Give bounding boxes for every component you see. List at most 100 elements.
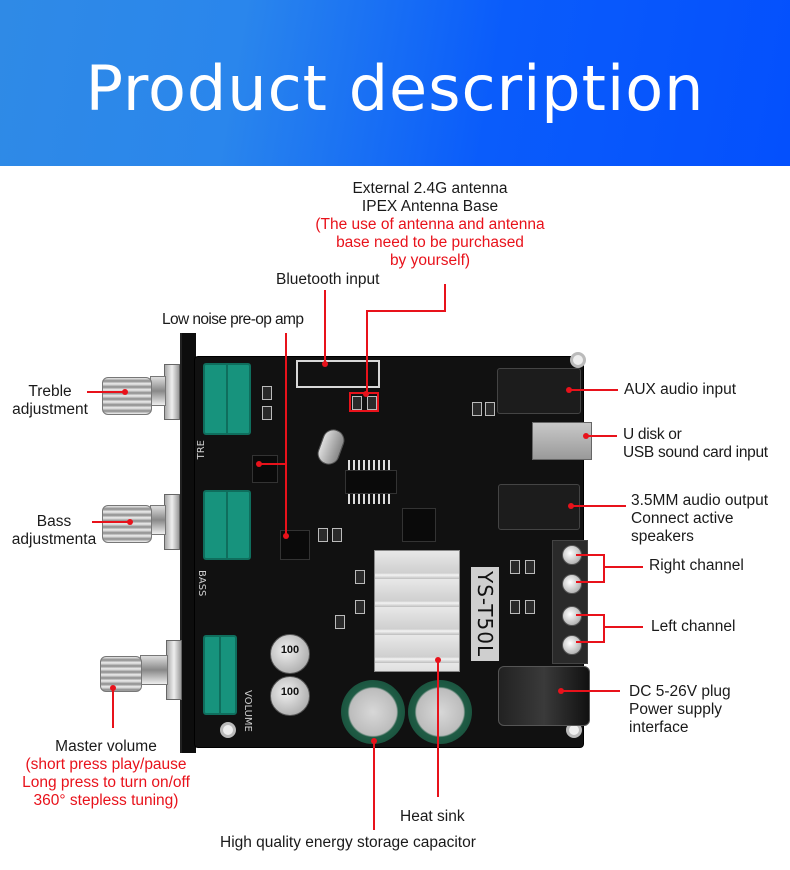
- dc-label-line3: interface: [629, 719, 689, 736]
- callout-line: [87, 391, 125, 393]
- bass-potentiometer: [203, 490, 251, 560]
- smd-component: [355, 600, 365, 614]
- bluetooth-label: Bluetooth input: [276, 271, 380, 288]
- bass-callout: Bass adjustmenta: [4, 513, 104, 549]
- callout-dot: [566, 387, 572, 393]
- volume-shaft: [140, 655, 168, 685]
- smd-component: [332, 528, 342, 542]
- callout-dot: [256, 461, 262, 467]
- terminal-screw: [562, 606, 582, 626]
- callout-line: [568, 389, 618, 391]
- callout-dot: [568, 503, 574, 509]
- chip-pins: [348, 494, 392, 504]
- antenna-label-line2: IPEX Antenna Base: [361, 198, 499, 215]
- dc-label-line2: Power supply: [629, 701, 723, 718]
- callout-dot: [322, 361, 328, 367]
- callout-dot: [363, 391, 369, 397]
- capacitor-label: High quality energy storage capacitor: [220, 834, 476, 851]
- preamp-label: Low noise pre-op amp: [162, 311, 304, 328]
- treble-label-line1: Treble: [28, 383, 72, 400]
- cap-marking: 100: [280, 686, 300, 698]
- left-channel-label: Left channel: [651, 618, 736, 635]
- smd-component: [262, 406, 272, 420]
- smd-component: [485, 402, 495, 416]
- smd-component: [335, 615, 345, 629]
- callout-line: [585, 435, 617, 437]
- callout-line: [373, 742, 375, 830]
- heat-sink-label: Heat sink: [400, 808, 465, 825]
- small-capacitor: 100: [270, 676, 310, 716]
- callout-line: [285, 333, 287, 538]
- volume-potentiometer: [203, 635, 237, 715]
- silkscreen-tre: TRE: [196, 440, 207, 460]
- master-volume-note-line1: (short press play/pause: [25, 756, 187, 773]
- callout-dot: [435, 657, 441, 663]
- header-banner: Product description: [0, 0, 790, 166]
- treble-shaft: [150, 376, 166, 406]
- treble-nut: [164, 364, 180, 420]
- dc-power-jack: [498, 666, 590, 726]
- smd-component: [355, 570, 365, 584]
- bass-label-line2: adjustmenta: [11, 531, 97, 548]
- front-panel: [180, 333, 196, 753]
- energy-storage-capacitor-2: [408, 680, 472, 744]
- callout-line: [603, 626, 643, 628]
- smd-component: [367, 396, 377, 410]
- callout-dot: [110, 685, 116, 691]
- regulator: [402, 508, 436, 542]
- treble-label-line2: adjustment: [12, 401, 88, 418]
- smd-component: [262, 386, 272, 400]
- callout-line: [576, 614, 604, 616]
- callout-line: [560, 690, 620, 692]
- audio-output-label-line1: 3.5MM audio output: [631, 492, 769, 509]
- small-capacitor: 100: [270, 634, 310, 674]
- cap-marking: 100: [280, 644, 300, 656]
- usb-callout: U disk or USB sound card input: [623, 426, 768, 462]
- right-channel-label: Right channel: [649, 557, 744, 574]
- callout-line: [437, 660, 439, 797]
- callout-line: [576, 554, 604, 556]
- master-volume-knob[interactable]: [100, 656, 142, 692]
- aux-label: AUX audio input: [624, 381, 737, 398]
- callout-line: [324, 290, 326, 365]
- volume-nut: [166, 640, 182, 700]
- chip-pins: [348, 460, 392, 470]
- callout-dot: [371, 738, 377, 744]
- usb-port: [532, 422, 592, 460]
- treble-knob[interactable]: [102, 377, 152, 415]
- heat-sink: [374, 550, 460, 672]
- callout-line: [576, 581, 604, 583]
- bluetooth-chip: [345, 470, 397, 494]
- usb-label-line2: USB sound card input: [623, 444, 768, 461]
- smd-component: [472, 402, 482, 416]
- page-title: Product description: [85, 52, 705, 125]
- pcb-antenna: [296, 360, 380, 388]
- callout-line: [366, 310, 446, 312]
- antenna-callout: External 2.4G antenna IPEX Antenna Base …: [300, 180, 560, 270]
- master-volume-note-line2: Long press to turn on/off: [22, 774, 190, 791]
- terminal-screw: [562, 635, 582, 655]
- preamp-chip-1: [252, 455, 278, 483]
- smd-component: [525, 600, 535, 614]
- audio-output-label-line3: speakers: [631, 528, 694, 545]
- callout-line: [603, 566, 643, 568]
- smd-component: [510, 560, 520, 574]
- callout-dot: [583, 433, 589, 439]
- model-marking: YS-T50L: [471, 567, 499, 662]
- silkscreen-bass: BASS: [196, 570, 207, 597]
- treble-callout: Treble adjustment: [0, 383, 100, 419]
- callout-line: [366, 310, 368, 394]
- antenna-label-line1: External 2.4G antenna: [352, 180, 508, 197]
- callout-line: [570, 505, 626, 507]
- callout-line: [92, 521, 130, 523]
- master-volume-callout: Master volume (short press play/pause Lo…: [0, 738, 212, 810]
- smd-component: [510, 600, 520, 614]
- bass-label-line1: Bass: [36, 513, 72, 530]
- callout-line: [603, 554, 605, 583]
- treble-potentiometer: [203, 363, 251, 435]
- callout-line: [112, 688, 114, 728]
- smd-component: [352, 396, 362, 410]
- audio-output-jack: [498, 484, 580, 530]
- antenna-note-line2: base need to be purchased: [336, 234, 524, 251]
- antenna-note-line1: (The use of antenna and antenna: [315, 216, 545, 233]
